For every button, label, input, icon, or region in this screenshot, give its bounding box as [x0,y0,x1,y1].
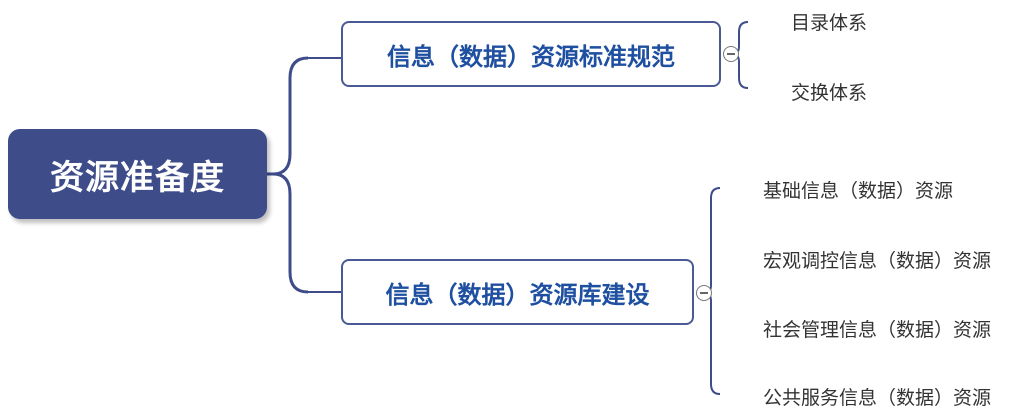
branch-node-label: 信息（数据）资源标准规范 [387,42,675,71]
root-node[interactable]: 资源准备度 [8,129,267,219]
root-node-label: 资源准备度 [50,157,225,198]
branch-node-label: 信息（数据）资源库建设 [385,280,650,309]
leaf-node[interactable]: 交换体系 [791,82,868,104]
leaf-node[interactable]: 目录体系 [791,12,868,34]
leaf-node[interactable]: 基础信息（数据）资源 [763,180,954,202]
leaf-node[interactable]: 宏观调控信息（数据）资源 [763,250,992,272]
leaf-node[interactable]: 公共服务信息（数据）资源 [763,387,992,409]
branch-node-resource-library[interactable]: 信息（数据）资源库建设 [341,259,694,325]
root-brace [272,56,309,294]
branch-node-standards[interactable]: 信息（数据）资源标准规范 [341,21,721,87]
collapse-toggle-icon[interactable] [696,285,712,301]
collapse-toggle-icon[interactable] [723,46,739,62]
leaf-node[interactable]: 社会管理信息（数据）资源 [763,319,992,341]
